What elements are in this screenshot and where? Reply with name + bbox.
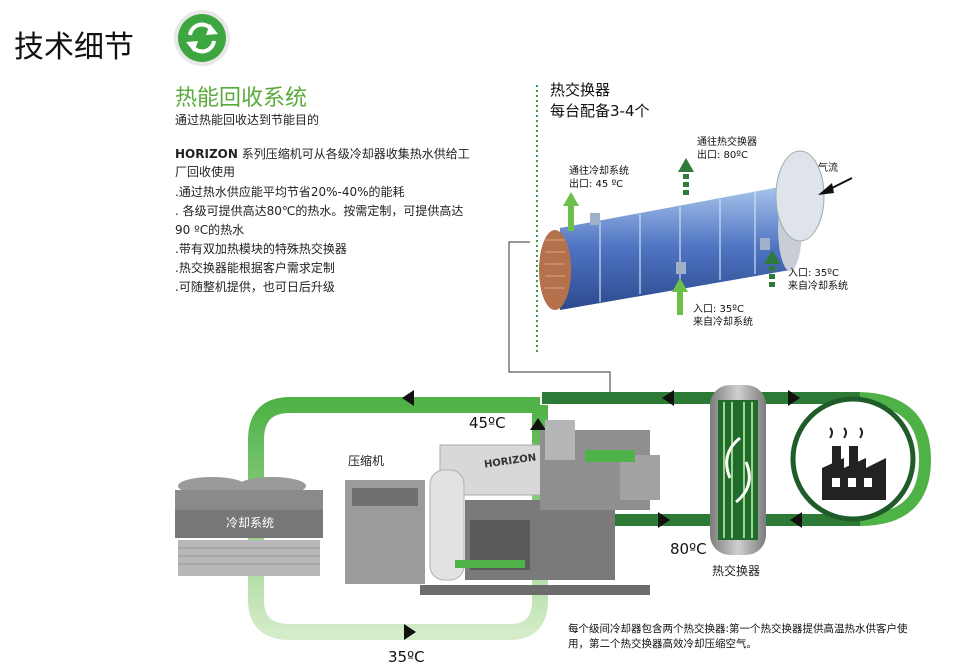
arrow-airflow xyxy=(818,177,853,195)
arrow-in-bottom xyxy=(672,278,688,315)
brand-description: HORIZON 系列压缩机可从各级冷却器收集热水供给工厂回收使用 xyxy=(175,145,475,181)
label-out-cool-line1: 通往冷却系统 xyxy=(569,166,629,177)
compressor-machine xyxy=(345,420,660,595)
temp-45: 45ºC xyxy=(469,414,506,432)
label-in-bottom: 入口: 35ºC 来自冷却系统 xyxy=(693,303,753,329)
feature-list: .通过热水供应能平均节省20%-40%的能耗 . 各级可提供高达80℃的热水。按… xyxy=(175,183,475,297)
feature-item: .可随整机提供，也可日后升级 xyxy=(175,280,335,294)
brand-name: HORIZON xyxy=(175,147,238,161)
loop-arrow-top-right xyxy=(788,390,800,406)
heat-exchanger-title-line2: 每台配备3-4个 xyxy=(550,102,650,120)
arrow-out-hot xyxy=(678,158,694,195)
hot-water-loop-arc xyxy=(859,392,932,526)
label-in-right-line1: 入口: 35ºC xyxy=(788,268,839,279)
label-out-cool: 通往冷却系统 出口: 45 ºC xyxy=(569,165,629,191)
feature-item: .热交换器能根据客户需求定制 xyxy=(175,261,335,275)
cooling-tower xyxy=(175,477,323,576)
arrow-in-right xyxy=(764,250,780,287)
loop-arrow-bottom-mid xyxy=(658,512,670,528)
loop-arrow-35 xyxy=(404,624,416,640)
temp-80: 80ºC xyxy=(670,540,707,558)
recycle-logo-icon xyxy=(174,10,230,66)
cooling-system-label: 冷却系统 xyxy=(226,516,275,530)
loop-arrow-bottom-right xyxy=(790,512,802,528)
factory-icon xyxy=(822,427,886,500)
loop-arrow-top-left xyxy=(402,390,414,406)
feature-item: .带有双加热模块的特殊热交换器 xyxy=(175,242,347,256)
compressor-label: 压缩机 xyxy=(348,454,385,468)
heat-exchanger-detail xyxy=(539,150,825,310)
arrow-out-cool xyxy=(563,192,579,231)
section-subtitle: 通过热能回收达到节能目的 xyxy=(175,113,320,127)
label-out-hot-line2: 出口: 80ºC xyxy=(697,150,748,161)
feature-item: .通过热水供应能平均节省20%-40%的能耗 xyxy=(175,185,405,199)
label-out-hot: 通往热交换器 出口: 80ºC xyxy=(697,136,757,162)
label-in-bottom-line2: 来自冷却系统 xyxy=(693,317,753,328)
brand-description-text: 系列压缩机可从各级冷却器收集热水供给工厂回收使用 xyxy=(175,147,470,179)
footnote: 每个级间冷却器包含两个热交换器:第一个热交换器提供高温热水供客户使用，第二个热交… xyxy=(568,623,908,650)
label-in-bottom-line1: 入口: 35ºC xyxy=(693,304,744,315)
section-title: 热能回收系统 xyxy=(175,86,308,111)
loop-arrow-45 xyxy=(530,418,546,430)
label-in-right: 入口: 35ºC 来自冷却系统 xyxy=(788,267,848,293)
feature-item: . 各级可提供高达80℃的热水。按需定制，可提供高达90 ºC的热水 xyxy=(175,204,464,237)
heat-exchanger-title: 热交换器 每台配备3-4个 xyxy=(550,80,650,122)
label-airflow: 气流 xyxy=(818,163,838,174)
cooling-loop xyxy=(248,397,548,640)
temp-35: 35ºC xyxy=(388,648,425,666)
system-heat-exchanger xyxy=(710,385,766,555)
loop-arrow-top-mid xyxy=(662,390,674,406)
label-in-right-line2: 来自冷却系统 xyxy=(788,281,848,292)
page-title: 技术细节 xyxy=(14,30,134,65)
heat-exchanger-title-line1: 热交换器 xyxy=(550,81,611,99)
connector-line xyxy=(508,241,611,395)
label-out-hot-line1: 通往热交换器 xyxy=(697,137,757,148)
label-out-cool-line2: 出口: 45 ºC xyxy=(569,179,624,190)
heat-exchanger-label: 热交换器 xyxy=(712,564,761,578)
